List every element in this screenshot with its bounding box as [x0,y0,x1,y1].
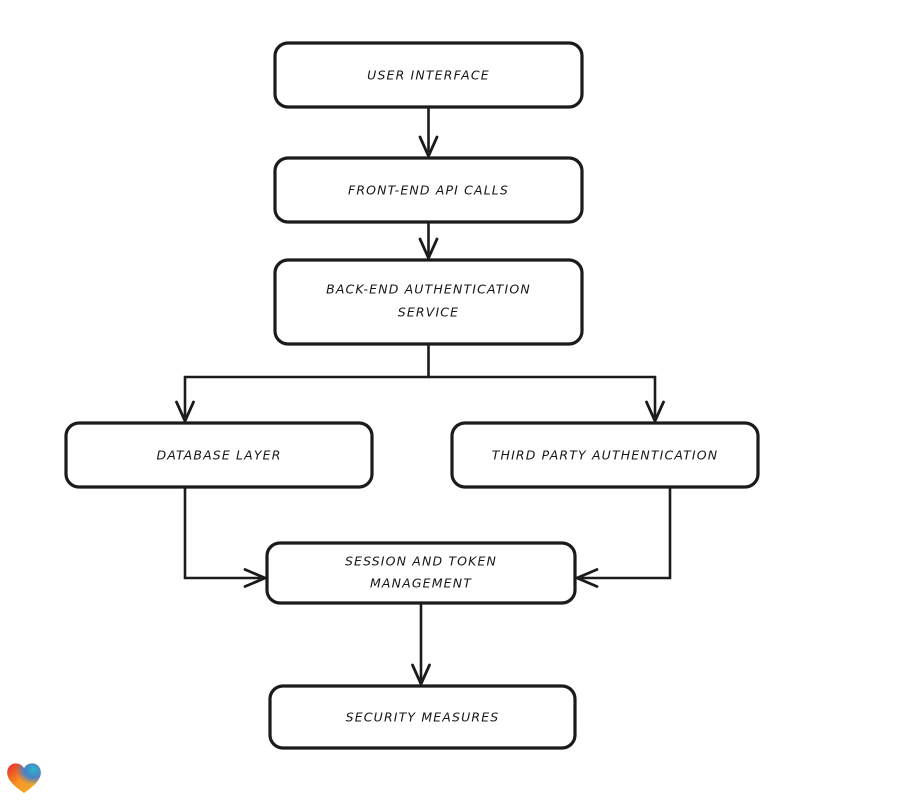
edge-api-to-backend [418,222,439,260]
edge-thirdparty-to-session [575,487,672,588]
node-third-party-authentication[interactable]: THIRD PARTY AUTHENTICATION [450,421,760,489]
node-label-security-measures: SECURITY MEASURES [346,710,500,725]
node-label-session-and-token-management-line2: MANAGEMENT [370,576,472,591]
node-box-user-interface[interactable] [273,41,584,109]
node-label-back-end-authentication-service-line2: SERVICE [398,305,459,320]
node-label-session-and-token-management-line1: SESSION AND TOKEN [345,554,497,569]
edge-backend-to-thirdparty [428,375,665,423]
node-security-measures[interactable]: SECURITY MEASURES [268,684,577,750]
node-box-session-and-token-management[interactable] [265,541,577,605]
heart-shape-blue-overlay [7,763,41,793]
edge-session-to-security [411,603,431,686]
node-box-database-layer[interactable] [64,421,374,489]
node-user-interface[interactable]: USER INTERFACE [273,41,584,109]
node-box-third-party-authentication[interactable] [450,421,760,489]
node-session-and-token-management[interactable]: SESSION AND TOKEN MANAGEMENT [265,541,577,605]
node-label-third-party-authentication: THIRD PARTY AUTHENTICATION [492,448,719,463]
node-label-front-end-api-calls: FRONT-END API CALLS [348,183,509,198]
edge-ui-to-api [418,107,439,158]
node-front-end-api-calls[interactable]: FRONT-END API CALLS [273,156,584,224]
node-database-layer[interactable]: DATABASE LAYER [64,421,374,489]
node-label-back-end-authentication-service-line1: BACK-END AUTHENTICATION [326,282,531,297]
node-back-end-authentication-service[interactable]: BACK-END AUTHENTICATION SERVICE [273,258,584,346]
edge-database-to-session [183,487,267,588]
node-box-security-measures[interactable] [268,684,577,750]
node-label-user-interface: USER INTERFACE [367,68,490,83]
heart-icon [7,763,41,793]
node-box-back-end-authentication-service[interactable] [273,258,584,346]
node-label-database-layer: DATABASE LAYER [156,448,281,463]
node-box-front-end-api-calls[interactable] [273,156,584,224]
edge-backend-to-database [175,344,430,423]
